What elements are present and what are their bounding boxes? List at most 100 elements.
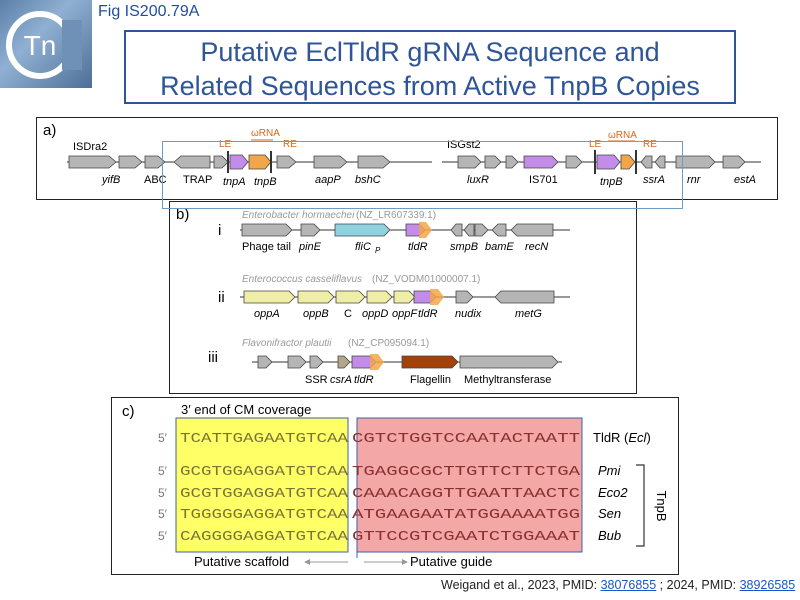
panel-c: c) 3′ end of CM coverage 5′ TCATTGAGAATG… xyxy=(111,397,679,575)
gene-label: tnpB xyxy=(254,176,277,188)
gene-arrow xyxy=(450,223,463,237)
seq-label: Bub xyxy=(598,528,621,543)
gene-label: oppA xyxy=(254,308,280,320)
gene-arrow xyxy=(675,155,716,169)
gene-subscript: P xyxy=(375,246,381,255)
gene-arrow xyxy=(309,355,324,369)
gene-label: oppD xyxy=(362,308,388,320)
pmid-link-2[interactable]: 38926585 xyxy=(739,578,796,592)
gene-label: yifB xyxy=(101,174,120,186)
gene-label: oppF xyxy=(392,308,418,320)
gene-label: tldR xyxy=(418,308,438,320)
five-prime: 5′ xyxy=(158,464,168,478)
gene-arrow xyxy=(257,355,273,369)
scaffold-highlight xyxy=(175,417,349,553)
row-numeral: ii xyxy=(218,289,225,306)
figure-id: Fig IS200.79A xyxy=(98,3,200,20)
guide-seq: CGTCTGGTCCAATACTAATT xyxy=(352,432,580,447)
gene-label: Phage tail xyxy=(242,241,291,253)
gene-arrow xyxy=(484,155,502,169)
gene-arrow xyxy=(654,155,666,169)
gene-arrow xyxy=(243,290,296,304)
gene-label: ABC xyxy=(144,174,167,186)
tldR-element xyxy=(413,289,444,305)
tnpB-bracket xyxy=(636,464,645,547)
guide-seq: CAAACAGGTTGAATTAACTC xyxy=(352,487,580,502)
citation-prefix: Weigand et al., 2023, PMID: xyxy=(441,578,601,592)
gene-arrow xyxy=(213,155,229,169)
guide-seq: TGAGGCGCTTGTTCTTCTGA xyxy=(352,465,581,480)
scaffold-seq: CAGGGGAGGATGTCAA xyxy=(180,530,349,545)
gene-label: bamE xyxy=(485,241,514,253)
gene-arrow xyxy=(300,223,321,237)
row-accession: (NZ_VODM01000007.1) xyxy=(372,274,480,285)
gene-label: C xyxy=(344,308,352,320)
gene-arrow xyxy=(297,290,335,304)
gene-arrow xyxy=(463,223,475,237)
tn-logo: Tn xyxy=(0,0,92,88)
gene-arrow xyxy=(474,223,489,237)
panel-c-label: c) xyxy=(122,403,135,420)
gene-arrow xyxy=(276,155,297,169)
seq-label: Eco2 xyxy=(598,485,628,500)
five-prime: 5′ xyxy=(158,486,168,500)
gene-arrow xyxy=(505,155,519,169)
gene-arrow xyxy=(118,155,143,169)
gene-arrow xyxy=(491,223,507,237)
tldR-element xyxy=(405,222,432,238)
panel-a: a) ISDra2 LE ωRNA RE yifB ABC TRAP tnpA … xyxy=(36,117,778,200)
scaffold-seq: TCATTGAGAATGTCAA xyxy=(180,432,349,447)
row-numeral: iii xyxy=(208,349,218,366)
gene-arrow xyxy=(494,290,555,304)
gene-label: bshC xyxy=(355,174,381,186)
title-line-2: Related Sequences from Active TnpB Copie… xyxy=(160,71,700,101)
tnpB-group-label: TnpB xyxy=(654,490,669,521)
gene-arrow xyxy=(459,355,559,369)
seq-label: Sen xyxy=(598,506,621,521)
right-le: LE xyxy=(589,139,602,150)
tnpB-element xyxy=(594,150,637,174)
row-organism: Enterococcus casseliflavus xyxy=(242,274,362,285)
row-organism: Enterobacter hormaechei xyxy=(242,210,355,221)
gene-label: smpB xyxy=(450,241,478,253)
gene-arrow xyxy=(523,155,559,169)
gene-label: oppB xyxy=(303,308,329,320)
five-prime: 5′ xyxy=(158,529,168,543)
scaffold-seq: GCGTGGAGGATGTCAA xyxy=(180,465,349,480)
guide-highlight xyxy=(356,417,583,553)
gene-arrow xyxy=(287,355,307,369)
left-re: RE xyxy=(283,139,297,150)
gene-label: tldR xyxy=(354,374,374,386)
tldR-element xyxy=(351,354,384,370)
logo-text: Tn xyxy=(24,30,57,61)
panel-a-label: a) xyxy=(43,122,56,139)
panel-b: b) i Enterobacter hormaechei (NZ_LR60733… xyxy=(169,201,637,394)
five-prime: 5′ xyxy=(158,431,168,445)
gene-arrow xyxy=(357,155,391,169)
gene-arrow xyxy=(313,155,348,169)
pmid-link-1[interactable]: 38076855 xyxy=(600,578,657,592)
gene-arrow xyxy=(337,355,351,369)
right-re: RE xyxy=(643,139,657,150)
gene-label: csrA xyxy=(330,374,352,386)
gene-arrow xyxy=(334,223,391,237)
panel-b-label: b) xyxy=(176,206,189,223)
gene-label: pinE xyxy=(298,241,322,253)
left-locus-name: ISDra2 xyxy=(73,141,107,153)
gene-label: recN xyxy=(525,241,548,253)
gene-label: tnpB xyxy=(600,176,623,188)
gene-label: IS701 xyxy=(529,174,558,186)
gene-arrow xyxy=(335,290,366,304)
gene-arrow xyxy=(565,155,583,169)
tnpB-element xyxy=(227,151,272,173)
scaffold-seq: TGGGGGAGGATGTCAA xyxy=(180,508,349,523)
gene-label: estA xyxy=(734,174,756,186)
row-numeral: i xyxy=(218,222,221,239)
gene-label: nudix xyxy=(455,308,482,320)
gene-label: tnpA xyxy=(223,176,246,188)
gene-arrow xyxy=(173,155,211,169)
title-box: Putative EclTldR gRNA Sequence and Relat… xyxy=(124,30,736,104)
row-accession: (NZ_CP095094.1) xyxy=(348,338,429,349)
gene-arrow xyxy=(455,290,474,304)
title-line-1: Putative EclTldR gRNA Sequence and xyxy=(200,37,660,67)
